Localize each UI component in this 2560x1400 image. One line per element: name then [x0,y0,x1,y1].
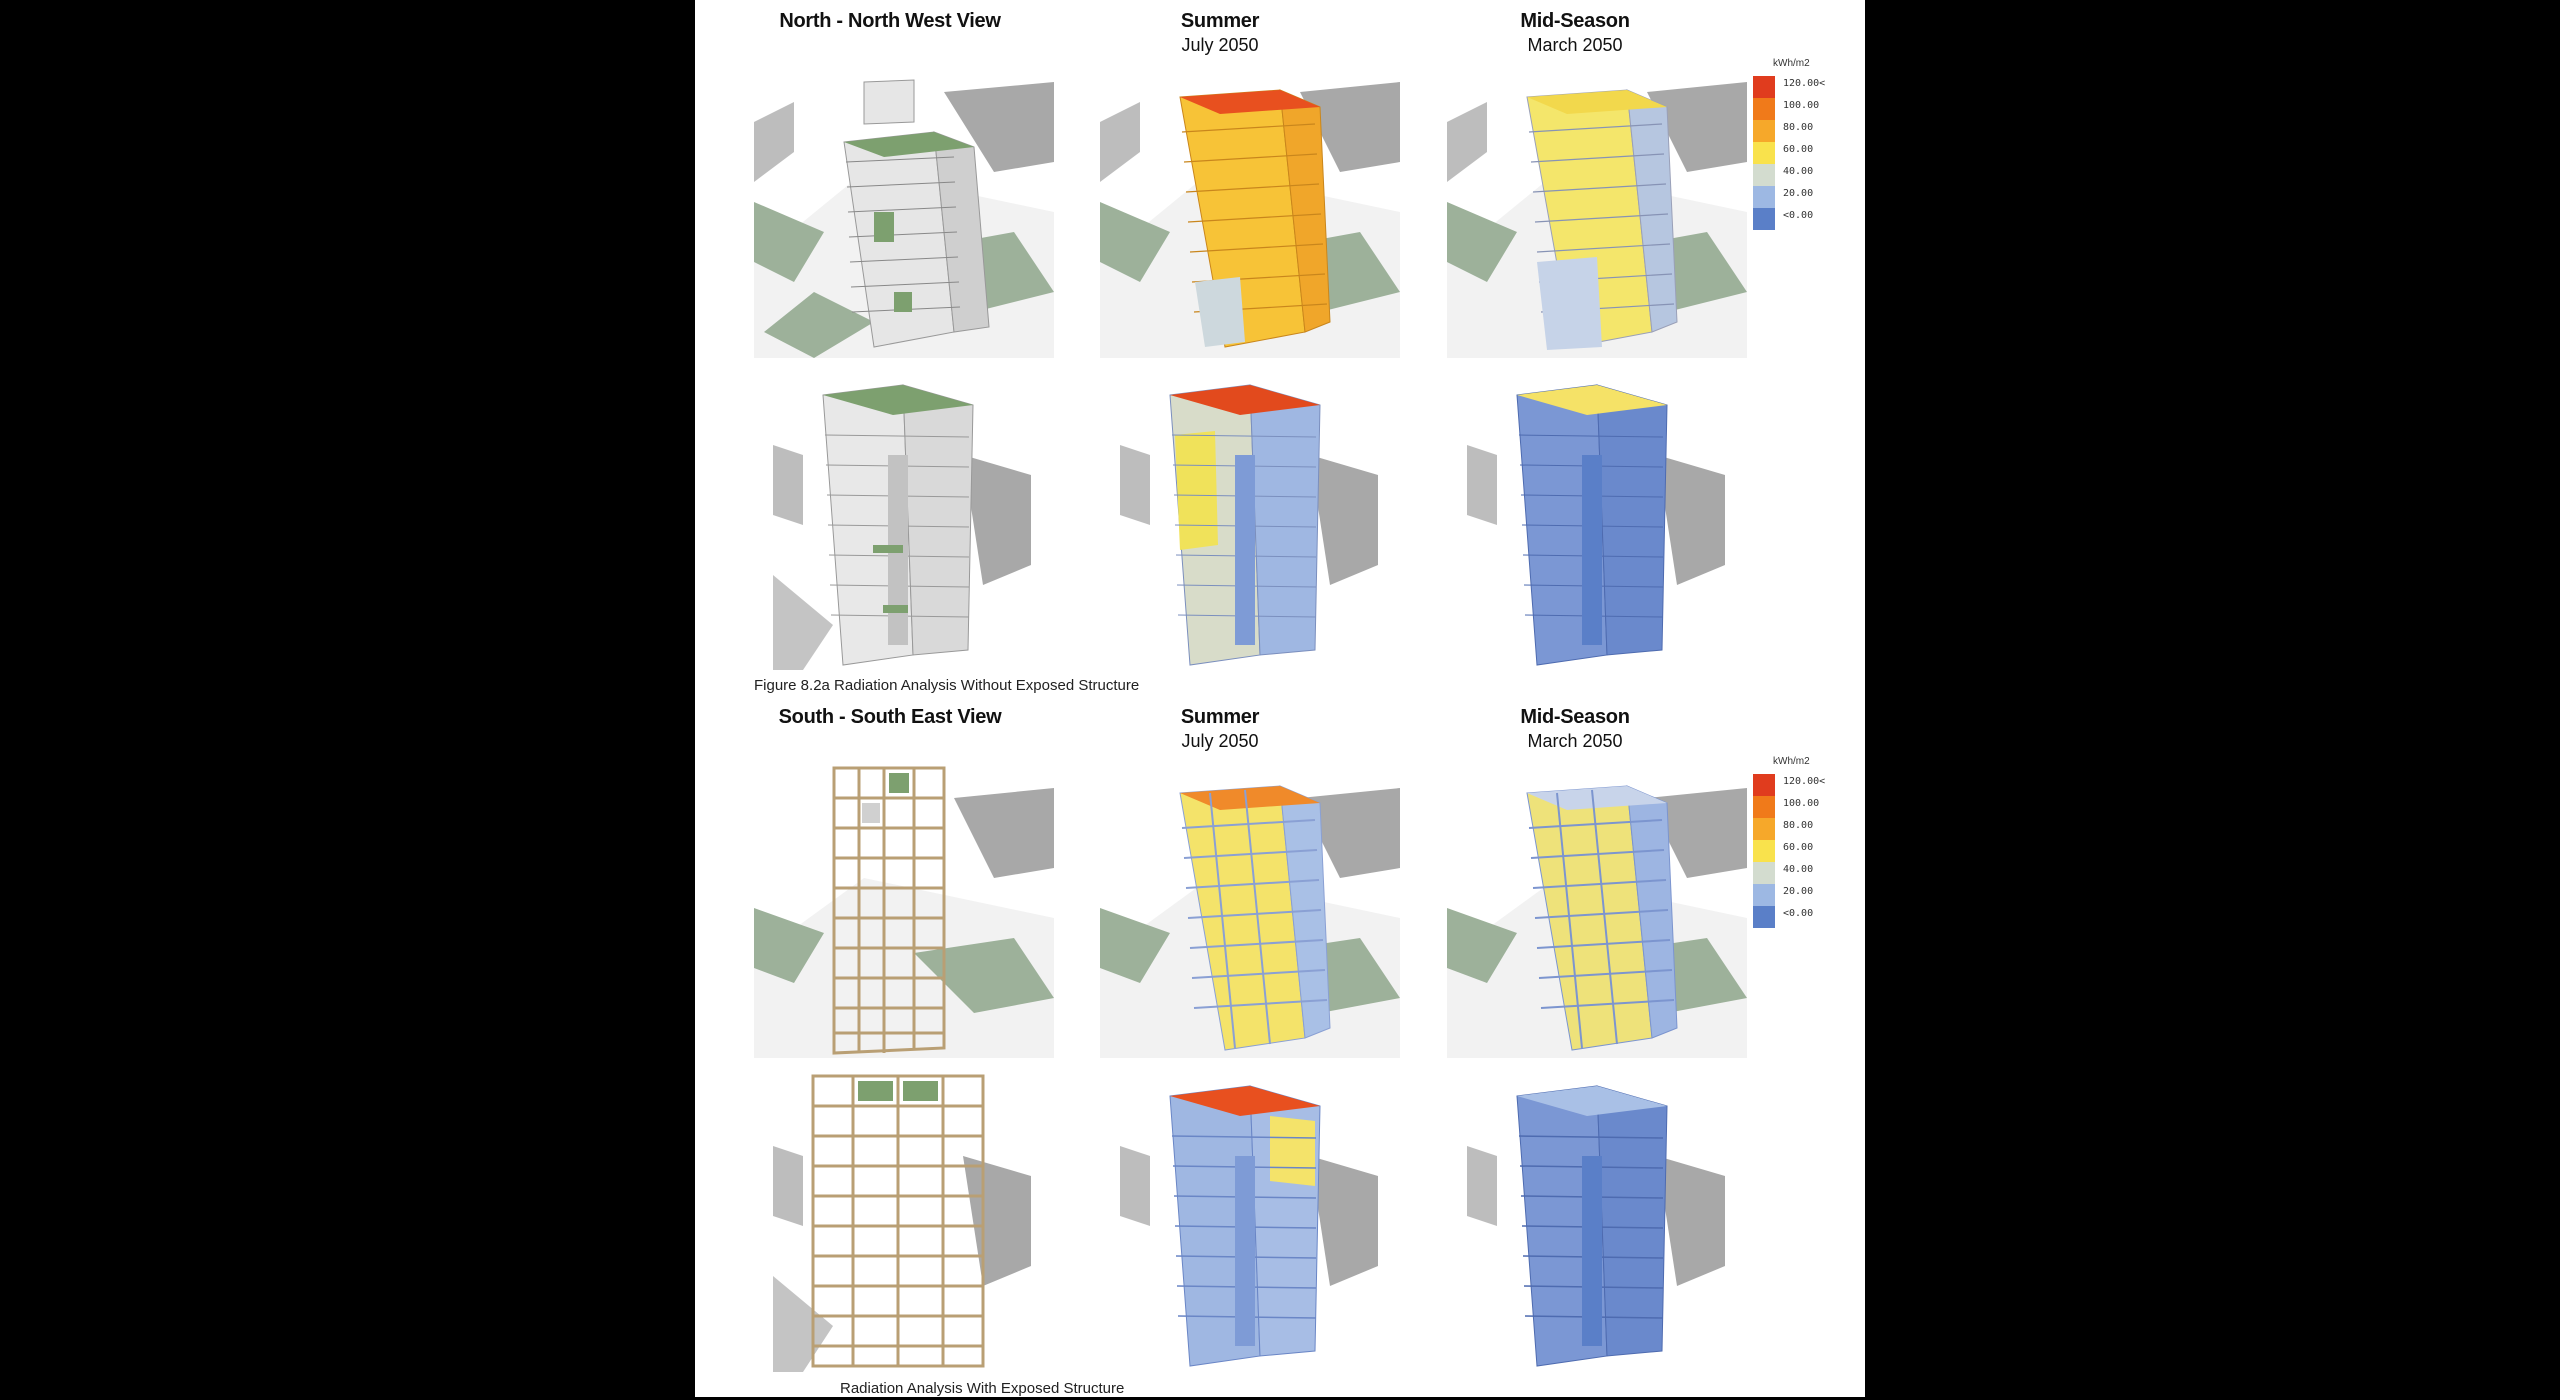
midseason-title: Mid-Season [1520,10,1630,32]
legend-label: 100.00 [1783,100,1820,111]
figure-caption-top: Figure 8.2a Radiation Analysis Without E… [754,677,1140,694]
render-nnw-context-gray-2 [773,365,1031,670]
legend-row: 20.00 [1753,884,1843,906]
legend-row: 120.00< [1753,774,1843,796]
legend-label: 120.00< [1783,78,1826,89]
summer-heading-top: Summer July 2050 [1100,10,1340,56]
legend-swatch [1753,884,1775,906]
legend-label: 60.00 [1783,842,1814,853]
midseason-heading-bottom: Mid-Season March 2050 [1450,706,1700,752]
radiation-legend-top: kWh/m2 120.00< 100.00 80.00 60.00 40.00 20.00… [1753,58,1843,242]
midseason-date: March 2050 [1527,35,1623,55]
view-title: North - North West View [779,10,1001,32]
legend-row: 60.00 [1753,142,1843,164]
legend-swatch [1753,906,1775,928]
legend-row: 40.00 [1753,164,1843,186]
figure-caption-bottom: Radiation Analysis With Exposed Structur… [840,1380,1125,1397]
legend-row: 80.00 [1753,120,1843,142]
legend-unit: kWh/m2 [1773,756,1810,767]
render-nnw-summer-heatmap-2 [1120,365,1378,670]
legend-row: <0.00 [1753,906,1843,928]
summer-title: Summer [1180,10,1260,32]
legend-swatch [1753,98,1775,120]
legend-row: 80.00 [1753,818,1843,840]
render-sse-summer-heatmap [1100,758,1400,1058]
midseason-date: March 2050 [1527,731,1623,751]
legend-label: <0.00 [1783,908,1814,919]
legend-swatch [1753,862,1775,884]
view-heading-top: North - North West View [735,10,1045,33]
summer-date: July 2050 [1181,731,1259,751]
legend-label: 60.00 [1783,144,1814,155]
legend-label: 80.00 [1783,122,1814,133]
legend-label: 20.00 [1783,188,1814,199]
legend-swatch [1753,840,1775,862]
legend-label: 40.00 [1783,166,1814,177]
legend-swatch [1753,186,1775,208]
summer-title: Summer [1180,706,1260,728]
render-nnw-summer-heatmap [1100,62,1400,358]
legend-swatch [1753,76,1775,98]
legend-swatch [1753,208,1775,230]
legend-row: 100.00 [1753,98,1843,120]
document-page: North - North West View Summer July 2050… [695,0,1865,1397]
legend-label: 80.00 [1783,820,1814,831]
radiation-legend-bottom: kWh/m2 120.00< 100.00 80.00 60.00 40.00 20.00… [1753,756,1843,940]
render-nnw-midseason-heatmap [1447,62,1747,358]
legend-row: <0.00 [1753,208,1843,230]
summer-heading-bottom: Summer July 2050 [1100,706,1340,752]
render-sse-summer-heatmap-2 [1120,1066,1378,1372]
legend-swatch [1753,164,1775,186]
midseason-title: Mid-Season [1520,706,1630,728]
summer-date: July 2050 [1181,35,1259,55]
legend-swatch [1753,796,1775,818]
legend-row: 100.00 [1753,796,1843,818]
render-nnw-context-gray [754,62,1054,358]
legend-label: <0.00 [1783,210,1814,221]
legend-unit: kWh/m2 [1773,58,1810,69]
render-sse-structure [754,758,1054,1058]
legend-swatch [1753,120,1775,142]
legend-row: 20.00 [1753,186,1843,208]
legend-swatch [1753,818,1775,840]
legend-swatch [1753,774,1775,796]
render-sse-midseason-heatmap [1447,758,1747,1058]
legend-row: 60.00 [1753,840,1843,862]
render-nnw-midseason-heatmap-2 [1467,365,1725,670]
legend-row: 120.00< [1753,76,1843,98]
render-sse-midseason-heatmap-2 [1467,1066,1725,1372]
legend-label: 120.00< [1783,776,1826,787]
render-sse-structure-2 [773,1066,1031,1372]
view-heading-bottom: South - South East View [735,706,1045,729]
view-title: South - South East View [778,706,1002,728]
legend-row: 40.00 [1753,862,1843,884]
legend-label: 20.00 [1783,886,1814,897]
midseason-heading-top: Mid-Season March 2050 [1450,10,1700,56]
legend-label: 40.00 [1783,864,1814,875]
legend-swatch [1753,142,1775,164]
legend-label: 100.00 [1783,798,1820,809]
